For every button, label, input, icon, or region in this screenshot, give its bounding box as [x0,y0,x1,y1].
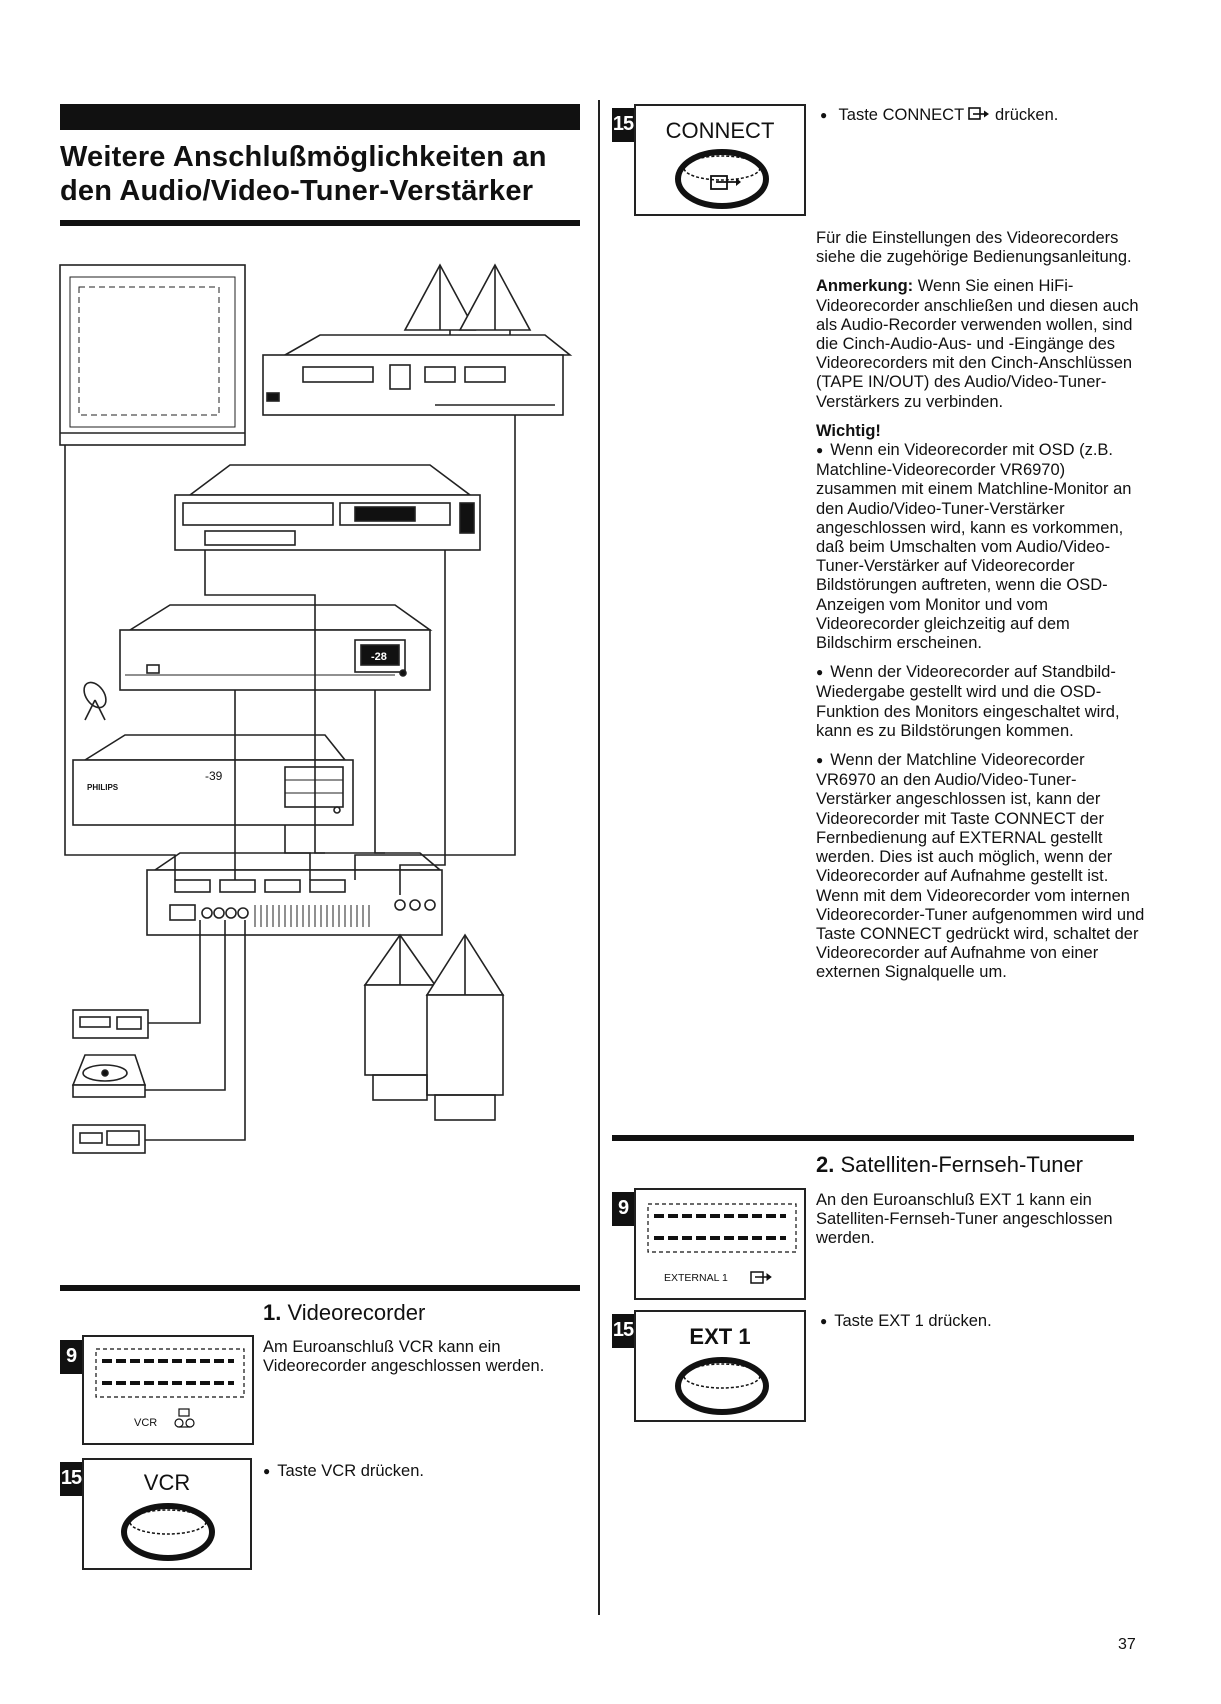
section1-button-tag: 15 [60,1462,82,1496]
wichtig-label: Wichtig! [816,421,881,440]
device-vcr-2: -28 [119,604,433,691]
connect-instruction-pre: Taste CONNECT [838,106,964,124]
section2-instruction-text: Taste EXT 1 drücken. [834,1312,992,1330]
section2-rear-panel: EXTERNAL 1 [634,1188,806,1300]
section1-heading: 1. Videorecorder [263,1300,583,1326]
section2-rule [612,1135,1134,1141]
vcr-button-panel: VCR [82,1458,252,1570]
section1-text: Am Euroanschluß VCR kann ein Videorecord… [263,1338,545,1376]
device-cd-player [72,1124,146,1154]
page-number: 37 [1118,1636,1136,1653]
section1-rear-tag: 9 [60,1340,82,1374]
connect-instruction-post: drücken. [995,106,1059,124]
connect-button[interactable] [674,148,770,210]
notes-block: Für die Einstellungen des Videorecorders… [816,229,1146,993]
connection-diagram: -28 PHILIPS -39 [59,263,573,1154]
section1-instruction-text: Taste VCR drücken. [277,1462,424,1480]
section1-rear-label: VCR [134,1417,158,1429]
page-title: Weitere Anschlußmöglichkeiten an den Aud… [60,140,600,208]
notes-p1: Für die Einstellungen des Videorecorders… [816,229,1132,267]
notes-bullet1-text: Wenn ein Videorecorder mit OSD (z.B. Mat… [816,441,1132,653]
display-b: -39 [205,769,223,783]
section2-heading-text: Satelliten-Fernseh-Tuner [840,1152,1083,1177]
device-vcr-3: PHILIPS -39 [72,734,354,826]
anmerkung-text: Wenn Sie einen HiFi-Videorecorder anschl… [816,277,1139,411]
connect-button-label: CONNECT [665,118,775,143]
notes-bullet3-text: Wenn der Matchline Videorecorder VR6970 … [816,751,1145,982]
title-bottom-rule [60,220,580,226]
device-audio-deck [262,334,573,416]
section2-text: An den Euroanschluß EXT 1 kann ein Satel… [816,1191,1113,1248]
page-title-line2: den Audio/Video-Tuner-Verstärker [60,175,534,207]
device-vcr-1 [174,464,481,551]
section1-rear-panel: VCR [82,1335,254,1445]
section2-heading: 2. Satelliten-Fernseh-Tuner [816,1152,1146,1178]
connect-tag: 15 [612,108,634,142]
title-top-bar [60,104,580,130]
device-turntable [71,1054,147,1098]
tv-monitor [59,264,246,446]
section1-instruction: Taste VCR drücken. [263,1462,563,1482]
device-tuner-amplifier [146,852,443,936]
display-a: -28 [371,651,387,663]
ext1-button[interactable] [674,1356,770,1416]
ext1-button-panel: EXT 1 [634,1310,806,1422]
notes-bullet3: Wenn der Matchline Videorecorder VR6970 … [816,751,1146,982]
cables [64,415,516,1141]
column-divider [598,100,600,1615]
section1-heading-text: Videorecorder [287,1300,426,1325]
section2-number: 2. [816,1152,835,1177]
notes-bullet1: Wenn ein Videorecorder mit OSD (z.B. Mat… [816,441,1146,653]
section2-button-tag: 15 [612,1314,634,1348]
notes-bullet2-text: Wenn der Videorecorder auf Standbild-Wie… [816,663,1120,740]
section2-instruction: Taste EXT 1 drücken. [820,1312,1140,1332]
vcr-button[interactable] [120,1502,216,1562]
scart-socket-icon [95,1348,245,1428]
connect-button-panel: CONNECT [634,104,806,216]
section2-rear-label: EXTERNAL 1 [664,1272,728,1284]
scart-socket-icon-ext1 [647,1203,797,1284]
satellite-dish-icon [83,681,107,721]
device-cassette-deck [72,1009,149,1039]
connect-icon [968,107,990,120]
section1-number: 1. [263,1300,282,1325]
connect-instruction: Taste CONNECT drücken. [820,106,1150,126]
section1-rule [60,1285,580,1291]
brand-label: PHILIPS [87,783,119,792]
notes-bullet2: Wenn der Videorecorder auf Standbild-Wie… [816,663,1146,741]
section2-rear-tag: 9 [612,1192,634,1226]
ext1-button-label: EXT 1 [689,1324,751,1349]
notes-anmerkung: Anmerkung: Wenn Sie einen HiFi-Videoreco… [816,277,1146,411]
speakers-bottom [363,933,505,1121]
vcr-button-label: VCR [143,1470,191,1495]
page-title-line1: Weitere Anschlußmöglichkeiten an [60,141,547,173]
anmerkung-label: Anmerkung: [816,277,914,296]
